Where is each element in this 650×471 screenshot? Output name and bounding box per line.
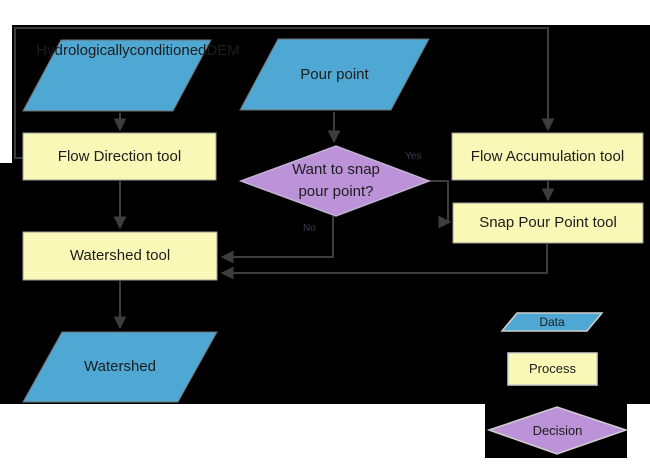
- node-flow-accumulation-label: Flow Accumulation tool: [470, 147, 625, 165]
- node-dem-label: Hydrologically conditioned DEM: [36, 39, 239, 109]
- legend-process-rect: [507, 352, 598, 386]
- node-flow-direction-rect: [22, 132, 217, 181]
- node-watershed-label: Watershed: [84, 358, 156, 375]
- legend-data-label: Data: [539, 315, 565, 329]
- node-dem-parallelogram: [22, 39, 212, 112]
- edge-decision-yes-to-snap-pour-point: [429, 180, 452, 229]
- legend-decision-diamond: [486, 406, 629, 455]
- node-snap-pour-point-rect: [452, 202, 644, 244]
- legend-process-label: Process: [529, 361, 576, 376]
- edge-snap-pour-point-to-watershed-tool: [220, 244, 548, 280]
- decision-label-line2: pour point?: [298, 183, 374, 200]
- dem-label-line2: conditioned: [129, 42, 207, 59]
- node-flow-accumulation-rect: [451, 132, 644, 181]
- node-watershed-tool-label: Watershed tool: [69, 247, 171, 264]
- diagram-background-left-step: [0, 163, 12, 404]
- node-decision-diamond: [238, 145, 432, 217]
- edge-decision-no-to-watershed-tool: [220, 216, 334, 264]
- node-pour-point-parallelogram: [239, 38, 430, 111]
- decision-label-line1: Want to snap: [292, 161, 380, 178]
- node-snap-pour-point-label: Snap Pour Point tool: [479, 214, 617, 231]
- node-flow-direction-label: Flow Direction tool: [57, 147, 182, 165]
- branch-no-label: No: [303, 223, 316, 234]
- node-watershed-tool-rect: [22, 231, 218, 281]
- legend-decision-label: Decision: [532, 422, 583, 438]
- edge-flow-direction-to-flow-accumulation: [14, 27, 555, 159]
- node-watershed-parallelogram: [22, 331, 218, 403]
- legend-data-parallelogram: [500, 312, 604, 332]
- dem-label-line1: Hydrologically: [36, 42, 130, 59]
- node-decision-label: Want to snap pour point?: [251, 152, 421, 210]
- branch-yes-label: Yes: [405, 151, 422, 162]
- node-pour-point-label: Pour point: [300, 65, 369, 83]
- dem-label-line3: DEM: [206, 42, 240, 59]
